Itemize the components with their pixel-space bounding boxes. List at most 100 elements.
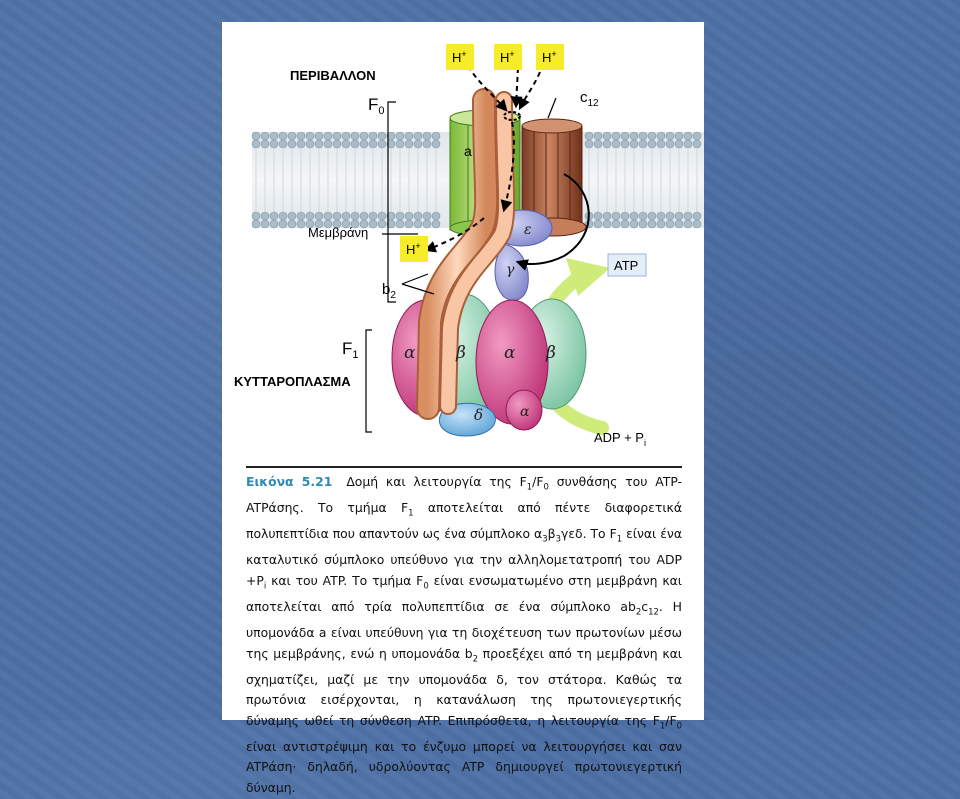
lipid-head (683, 139, 693, 149)
svg-text:H+: H+ (500, 49, 515, 65)
lipid-head (260, 131, 270, 141)
lipid-head (278, 211, 288, 221)
lipid-head (647, 211, 657, 221)
lipid-head (638, 139, 648, 149)
lipid-head (350, 211, 360, 221)
lipid-head (431, 211, 441, 221)
lipid-head (305, 131, 315, 141)
lipid-head (629, 211, 639, 221)
beta-label-left: β (455, 343, 466, 363)
lipid-head (350, 139, 360, 149)
delta-label: δ (474, 406, 483, 424)
adp-pi-label: ADP + Pi (594, 430, 646, 448)
lipid-head (611, 139, 621, 149)
lipid-head (404, 131, 414, 141)
lipid-head (341, 211, 351, 221)
f1-label: F1 (342, 339, 359, 361)
lipid-head (692, 131, 702, 141)
lipid-head (602, 211, 612, 221)
b2-stalk-fill (418, 90, 497, 418)
lipid-head (602, 219, 612, 229)
lipid-head (305, 139, 315, 149)
lipid-head (314, 211, 324, 221)
lipid-head (251, 219, 261, 229)
alpha-label-center: α (504, 343, 516, 363)
lipid-head (422, 211, 432, 221)
lipid-head (287, 131, 297, 141)
lipid-head (323, 211, 333, 221)
lipid-head (422, 219, 432, 229)
lipid-head (251, 211, 261, 221)
rotation-arrow (515, 173, 590, 271)
lipid-head (377, 139, 387, 149)
lipid-head (332, 211, 342, 221)
atp-box: ATP (607, 253, 647, 277)
lipid-head (287, 219, 297, 229)
lipid-head (404, 219, 414, 229)
f0-label: F0 (368, 95, 385, 117)
alpha-label-bottom: α (520, 404, 530, 420)
proton-box-3: H+ (536, 44, 564, 70)
lipid-head (674, 139, 684, 149)
lipid-head (314, 139, 324, 149)
lipid-head (341, 139, 351, 149)
lipid-head (674, 219, 684, 229)
bracket-lines (365, 97, 557, 433)
beta-label-right: β (545, 343, 556, 363)
lipid-head (683, 211, 693, 221)
lipid-head (422, 139, 432, 149)
lipid-head (377, 219, 387, 229)
lipid-head (665, 139, 675, 149)
lipid-head (386, 219, 396, 229)
lipid-head (314, 131, 324, 141)
lipid-head (683, 131, 693, 141)
lipid-head (593, 219, 603, 229)
caption-heading: Εικόνα 5.21 (246, 474, 333, 489)
lipid-head (629, 139, 639, 149)
lipid-head (368, 139, 378, 149)
subunit-a-label: a (464, 143, 472, 159)
lipid-head (620, 131, 630, 141)
lipid-head (332, 219, 342, 229)
lipid-head (359, 139, 369, 149)
adp-to-atp-arrowhead (566, 258, 610, 296)
lipid-head (260, 211, 270, 221)
lipid-head (251, 131, 261, 141)
lipid-head (656, 211, 666, 221)
lipid-head (287, 139, 297, 149)
lipid-head (413, 211, 423, 221)
lipid-head (620, 211, 630, 221)
lipid-head (431, 219, 441, 229)
lipid-head (332, 139, 342, 149)
lipid-head (341, 131, 351, 141)
lipid-head (593, 131, 603, 141)
environment-label: ΠΕΡΙΒΑΛΛΟΝ (290, 68, 376, 83)
lipid-head (404, 211, 414, 221)
lipid-head (305, 219, 315, 229)
cytoplasm-label: ΚΥΤΤΑΡΟΠΛΑΣΜΑ (234, 374, 351, 389)
lipid-head (359, 211, 369, 221)
lipid-head (323, 139, 333, 149)
lipid-head (350, 131, 360, 141)
b2-stalk-2-fill (441, 93, 514, 413)
lipid-head (647, 139, 657, 149)
b2-label: b2 (382, 281, 396, 301)
lipid-head (296, 211, 306, 221)
lipid-head (629, 219, 639, 229)
lipid-head (260, 219, 270, 229)
lipid-head (395, 211, 405, 221)
proton-box-1: H+ (446, 44, 474, 70)
lipid-head (269, 131, 279, 141)
gamma-subunit (494, 243, 529, 301)
lipid-head (404, 139, 414, 149)
proton-box-2: H+ (494, 44, 522, 70)
svg-text:ATP: ATP (614, 258, 638, 273)
lipid-head (269, 219, 279, 229)
textbook-page: ΠΕΡΙΒΑΛΛΟΝ F0 c12 a Μεμβράνη b2 F1 ΚΥΤΤΑ… (222, 22, 704, 795)
lipid-head (368, 131, 378, 141)
lipid-head (620, 139, 630, 149)
proton-box-4: H+ (400, 236, 428, 262)
membrane-label: Μεμβράνη (308, 225, 368, 240)
lipid-head (638, 211, 648, 221)
lipid-head (674, 211, 684, 221)
